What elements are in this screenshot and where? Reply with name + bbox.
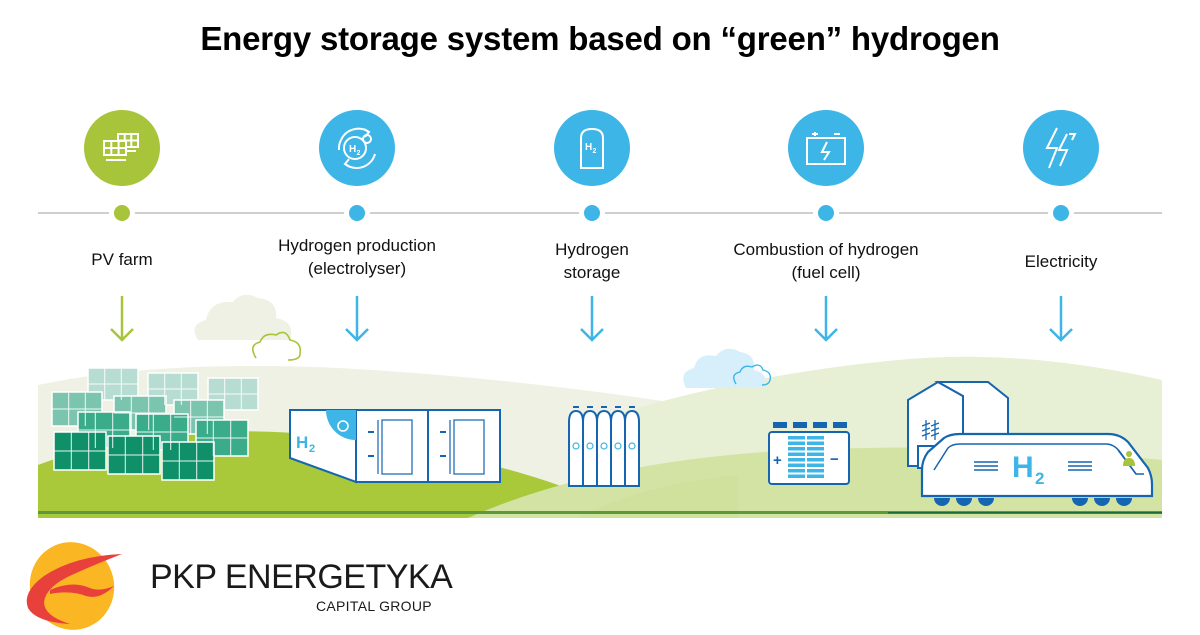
arrow-down-icon <box>580 296 604 342</box>
arrow-down-icon <box>814 296 838 342</box>
solar-panel-grid <box>52 368 258 480</box>
logo-subtitle: CAPITAL GROUP <box>316 598 432 614</box>
solar-panel-icon <box>103 133 139 161</box>
step-circle: H 2 <box>554 110 630 186</box>
company-logo: PKP ENERGETYKA CAPITAL GROUP <box>14 540 464 630</box>
logo-company-name: PKP ENERGETYKA <box>150 558 453 596</box>
landscape-illustration: H 2 + − <box>38 294 1162 518</box>
step-label: Electricity <box>931 250 1191 273</box>
cloud-icon <box>683 348 772 388</box>
step-label: PV farm <box>0 248 252 271</box>
svg-text:2: 2 <box>593 148 597 155</box>
ground-line <box>38 511 1162 514</box>
minus-sign: − <box>830 451 839 468</box>
svg-text:2: 2 <box>357 150 361 157</box>
electrolyser-h2-label: H <box>296 433 308 452</box>
svg-text:H: H <box>349 144 356 155</box>
step-circle <box>788 110 864 186</box>
label-line: Hydrogen production <box>278 236 436 255</box>
fuel-cell-unit <box>768 422 850 485</box>
svg-text:2: 2 <box>1035 469 1044 488</box>
lime-hill-left <box>578 475 738 518</box>
svg-text:H: H <box>585 142 592 153</box>
label-line: PV farm <box>91 250 153 269</box>
label-line: Hydrogen <box>555 240 629 259</box>
label-line: (electrolyser) <box>307 259 407 278</box>
h2-cycle-icon: H 2 <box>337 127 376 169</box>
timeline-dot <box>349 205 365 221</box>
step-label: Hydrogen production (electrolyser) <box>227 234 487 280</box>
arrow-down-icon <box>345 296 369 342</box>
svg-text:2: 2 <box>309 443 315 455</box>
timeline-dot <box>1053 205 1069 221</box>
hydrogen-train <box>888 432 1162 514</box>
cloud-icon <box>194 294 302 361</box>
plus-sign: + <box>773 452 782 469</box>
step-circle <box>1023 110 1099 186</box>
label-line: Combustion of hydrogen <box>733 240 919 259</box>
step-circle <box>84 110 160 186</box>
h2-tank-icon: H 2 <box>580 127 604 169</box>
flame-logo-icon <box>26 542 122 630</box>
label-line: Electricity <box>1024 252 1098 271</box>
label-line: storage <box>563 263 621 282</box>
diagram-title: Energy storage system based on “green” h… <box>200 20 1000 57</box>
timeline-dot <box>114 205 130 221</box>
lightning-icon <box>1045 127 1077 169</box>
arrow-down-icon <box>1049 296 1073 342</box>
timeline-line <box>38 212 1162 214</box>
timeline-dot <box>818 205 834 221</box>
battery-icon <box>806 132 846 165</box>
label-line: (fuel cell) <box>791 263 861 282</box>
train-h2-label: H <box>1012 451 1034 484</box>
electrolyser-container <box>289 409 501 484</box>
cylinder-valve-icons <box>572 442 636 450</box>
step-label: Hydrogen storage <box>462 238 722 284</box>
step-label: Combustion of hydrogen (fuel cell) <box>696 238 956 284</box>
timeline-dot <box>584 205 600 221</box>
step-circle: H 2 <box>319 110 395 186</box>
arrow-down-icon <box>110 296 134 342</box>
